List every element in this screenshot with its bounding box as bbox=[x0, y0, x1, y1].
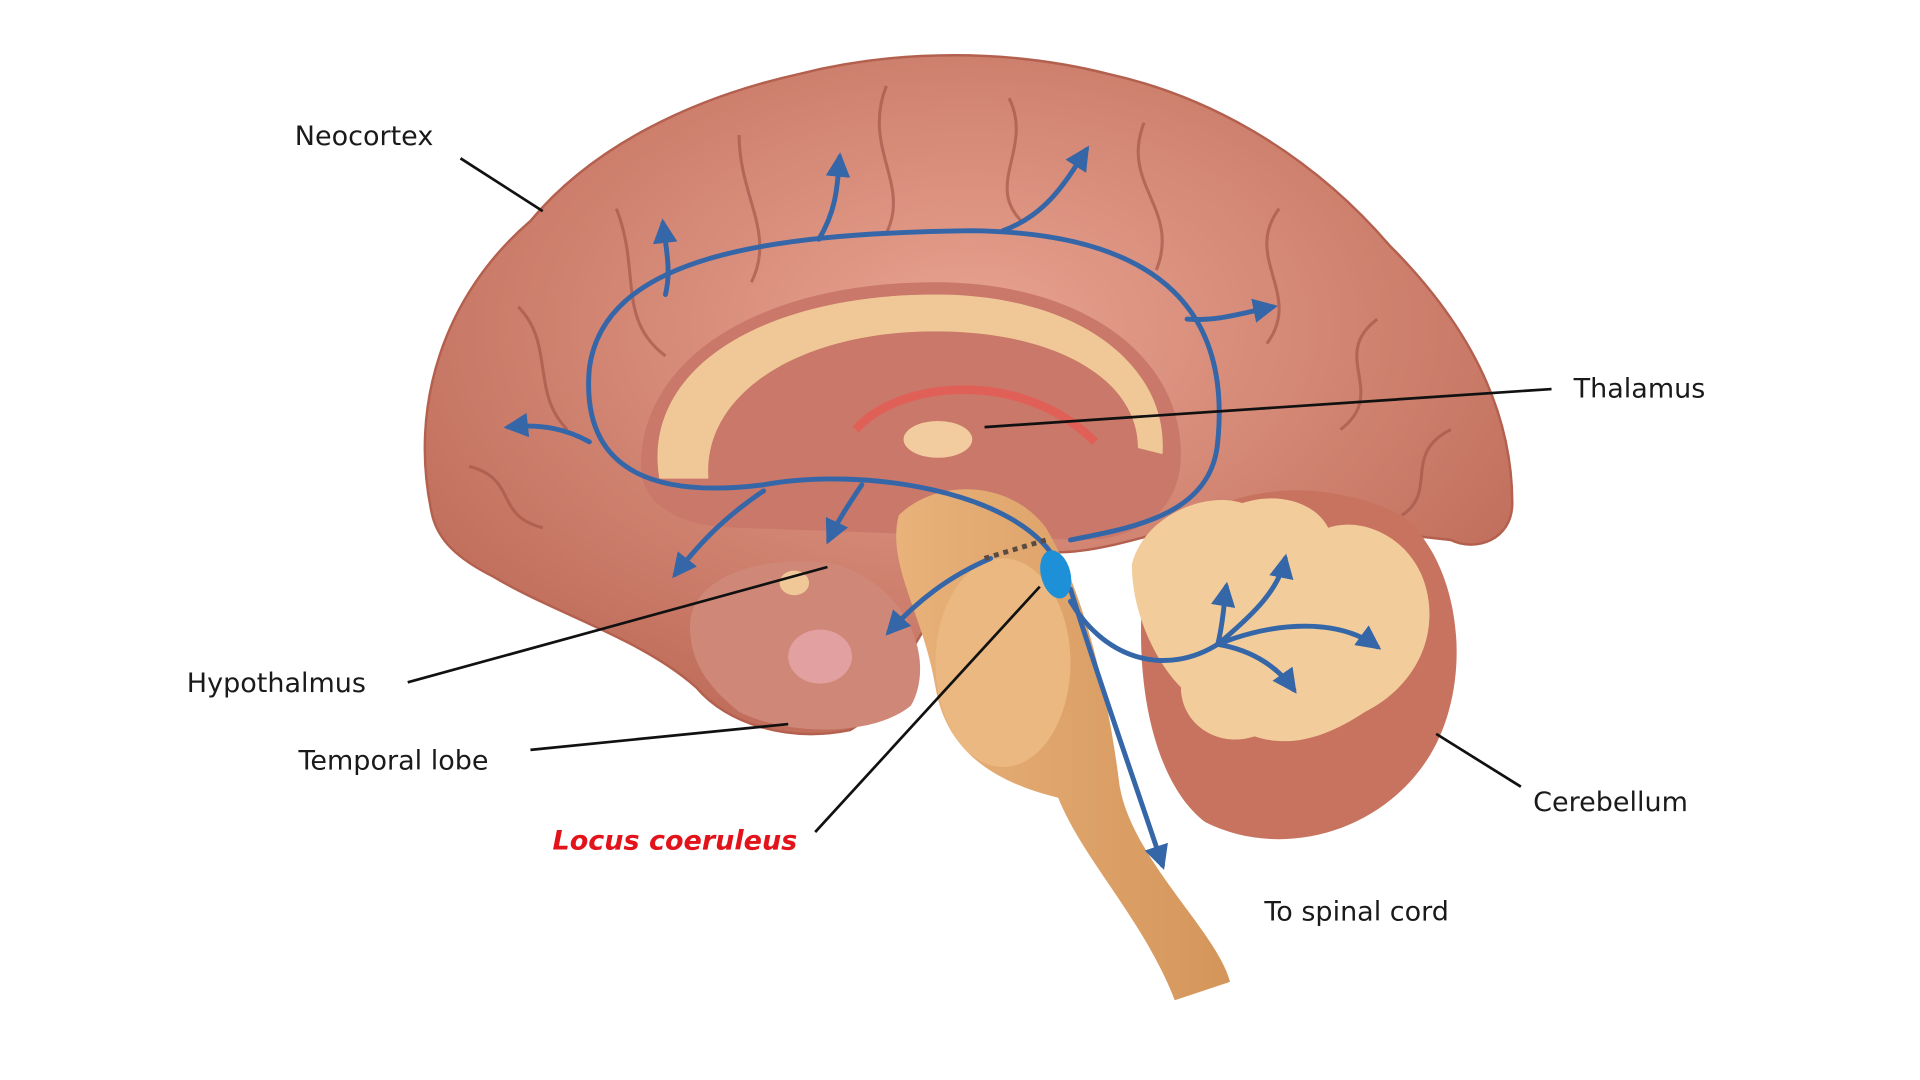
thalamus-shape bbox=[903, 420, 973, 458]
leader-hypothalmus bbox=[407, 565, 828, 684]
noradrenergic-pathways bbox=[503, 145, 1382, 870]
leader-temporal-lobe bbox=[530, 722, 789, 752]
label-locus-coeruleus: Locus coeruleus bbox=[553, 825, 798, 856]
corpus-callosum bbox=[657, 294, 1163, 479]
pituitary-shape bbox=[788, 629, 852, 684]
label-cerebellum: Cerebellum bbox=[1533, 787, 1688, 818]
label-neocortex: Neocortex bbox=[295, 121, 434, 152]
leader-neocortex bbox=[459, 157, 544, 213]
leader-cerebellum bbox=[1435, 732, 1522, 788]
label-spinal-cord: To spinal cord bbox=[1263, 896, 1449, 927]
leader-thalamus bbox=[984, 387, 1552, 429]
pons bbox=[935, 558, 1071, 768]
label-thalamus: Thalamus bbox=[1573, 374, 1706, 405]
fornix bbox=[852, 385, 1099, 445]
locus-coeruleus-marker bbox=[1040, 550, 1072, 599]
arbor-vitae bbox=[1131, 498, 1430, 742]
leader-locus-coeruleus bbox=[814, 585, 1041, 834]
gyri-folds bbox=[468, 85, 1452, 530]
label-temporal-lobe: Temporal lobe bbox=[298, 746, 489, 777]
label-hypothalmus: Hypothalmus bbox=[187, 668, 366, 699]
